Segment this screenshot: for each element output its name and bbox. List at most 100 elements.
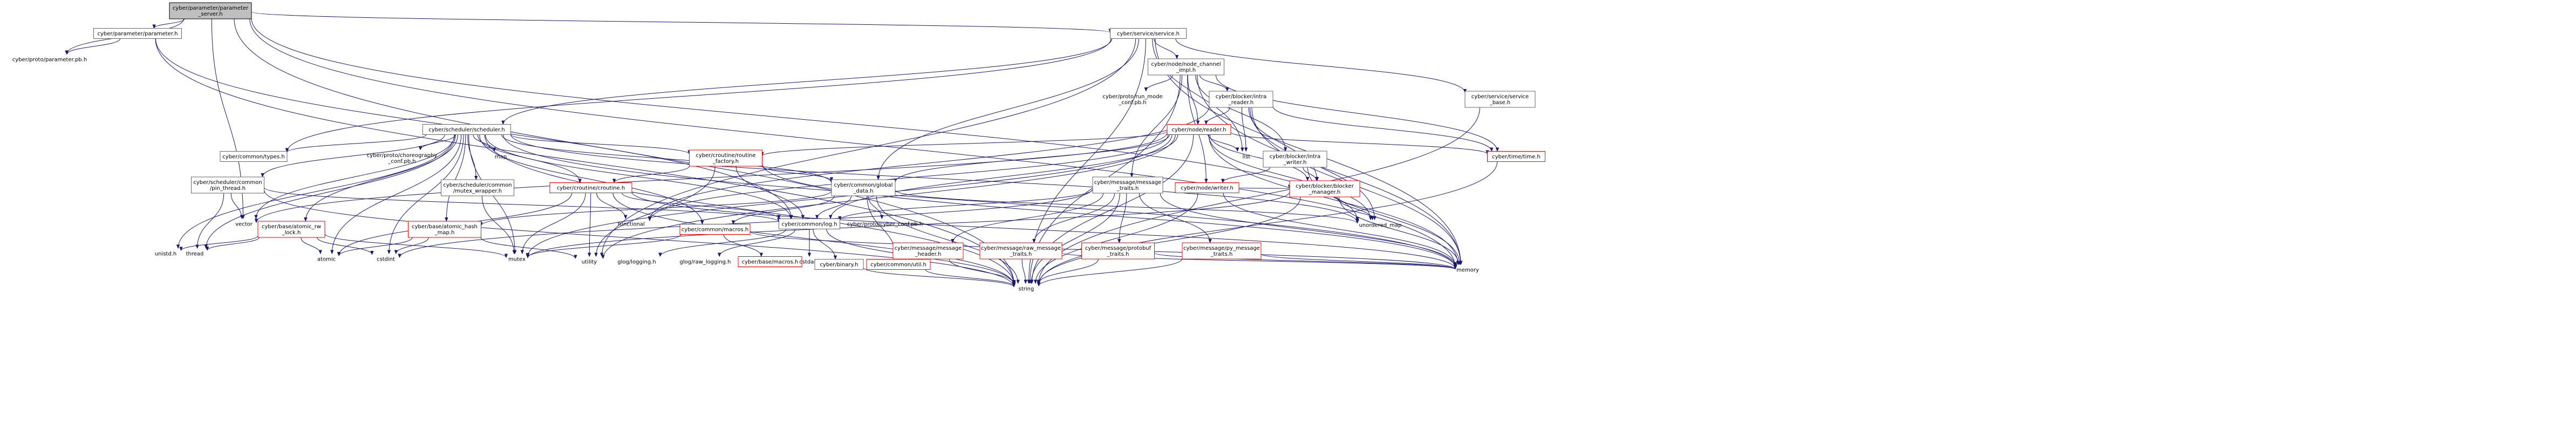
edge-node-reader-to-blocker-manager (1209, 134, 1307, 181)
node-label: _writer.h (1283, 160, 1307, 166)
edge-croutine-to-mutex (522, 193, 586, 254)
edge-node-reader-to-list (1208, 134, 1238, 152)
node-label: cyber/proto/parameter.pb.h (12, 57, 87, 63)
edge-scheduler-to-routine-factory (510, 134, 690, 154)
edge-blocker-manager-to-unordered-map (1337, 196, 1372, 220)
edge-node-writer-to-string (1035, 193, 1198, 284)
edge-macros-common-to-mutex (528, 234, 682, 258)
edge-service-h-to-types (287, 38, 1112, 152)
edge-binary-to-string (863, 267, 1014, 288)
node-param-h[interactable]: cyber/parameter/parameter.h (93, 28, 182, 39)
edge-routine-factory-to-croutine (614, 166, 690, 183)
node-label: _header.h (915, 251, 942, 257)
edge-global-data-to-macros-common (733, 195, 835, 224)
node-layer: cyber/parameter/parameter_server.h cyber/… (12, 2, 1545, 292)
node-run-mode: cyber/proto/run_mode_conf.pb.h (1102, 94, 1162, 106)
node-string: string (1019, 286, 1034, 292)
node-raw-traits[interactable]: cyber/message/raw_message_traits.h (979, 242, 1062, 260)
node-util-h[interactable]: cyber/common/util.h (866, 259, 931, 270)
node-binary[interactable]: cyber/binary.h (814, 259, 864, 270)
node-croutine[interactable]: cyber/croutine/croutine.h (549, 182, 632, 193)
edge-node-channel-to-intra-writer (1195, 74, 1286, 151)
node-blocker-manager[interactable]: cyber/blocker/blocker_manager.h (1289, 180, 1360, 197)
edge-service-h-to-list (1152, 38, 1243, 152)
node-base-macros[interactable]: cyber/base/macros.h (738, 256, 802, 267)
node-label: string (1019, 286, 1034, 292)
node-log-h[interactable]: cyber/common/log.h (779, 219, 840, 229)
node-box (1081, 242, 1155, 260)
edge-blocker-manager-to-string (1039, 196, 1301, 284)
node-label: cyber/scheduler/common (443, 182, 512, 188)
node-label: _factory.h (712, 159, 739, 165)
node-msg-header[interactable]: cyber/message/message_header.h (892, 242, 964, 260)
node-label: cstdarg (799, 260, 819, 265)
node-node-reader[interactable]: cyber/node/reader.h (1167, 124, 1231, 135)
node-macros-common[interactable]: cyber/common/macros.h (679, 224, 751, 235)
edge-msg-traits-to-cstdint (400, 188, 1093, 257)
node-box (1487, 151, 1545, 162)
node-label: _traits.h (1010, 251, 1032, 257)
node-node-channel[interactable]: cyber/node/node_channel_impl.h (1148, 58, 1224, 76)
node-mutex: mutex (508, 257, 526, 263)
node-server[interactable]: cyber/parameter/parameter_server.h (169, 2, 252, 19)
edge-py-traits-to-memory (1260, 254, 1455, 269)
node-cyber-conf: cyber/proto/cyber_conf.pb.h (847, 222, 923, 228)
node-box (1464, 91, 1536, 108)
node-box (866, 259, 931, 270)
node-types[interactable]: cyber/common/types.h (220, 151, 288, 162)
node-pin-thread[interactable]: cyber/scheduler/common/pin_thread.h (191, 176, 264, 194)
edge-node-channel-to-msg-traits (1132, 74, 1183, 177)
node-label: unistd.h (155, 251, 176, 257)
node-unistd: unistd.h (155, 251, 176, 257)
node-box (422, 124, 511, 135)
edge-service-h-to-utility (602, 38, 1136, 257)
node-global-data[interactable]: cyber/common/global_data.h (831, 179, 896, 196)
node-mutex-wrapper[interactable]: cyber/scheduler/common/mutex_wrapper.h (441, 179, 514, 196)
node-msg-traits[interactable]: cyber/message/message_traits.h (1092, 176, 1163, 194)
node-label: cyber/node/reader.h (1171, 127, 1226, 133)
node-service-h[interactable]: cyber/service/service.h (1110, 28, 1187, 39)
node-label: _reader.h (1228, 100, 1253, 106)
node-box (831, 179, 896, 196)
node-label: cyber/node/writer.h (1181, 186, 1234, 192)
node-box (1182, 242, 1262, 260)
node-box (679, 224, 751, 235)
node-label: cyber/blocker/blocker (1296, 183, 1354, 189)
node-proto-traits[interactable]: cyber/message/protobuf_traits.h (1081, 242, 1155, 260)
node-label: cyber/common/log.h (781, 222, 837, 228)
node-label: cyber/croutine/croutine.h (557, 186, 625, 192)
node-box (1175, 182, 1239, 193)
edge-scheduler-to-choreo (420, 134, 455, 151)
node-atomic-hash[interactable]: cyber/base/atomic_hash_map.h (408, 221, 481, 238)
edge-msg-header-to-string (949, 258, 1014, 284)
edge-service-h-to-node-channel (1154, 38, 1177, 59)
node-service-base[interactable]: cyber/service/service_base.h (1464, 91, 1536, 108)
node-atomic-rw[interactable]: cyber/base/atomic_rw_lock.h (257, 221, 325, 238)
node-label: _data.h (853, 188, 873, 194)
node-label: cyber/common/global (834, 182, 893, 188)
node-routine-factory[interactable]: cyber/croutine/routine_factory.h (689, 149, 762, 167)
node-atomic: atomic (317, 257, 336, 263)
edge-node-reader-to-string (1032, 134, 1194, 284)
node-thread: thread (186, 251, 204, 257)
node-py-traits[interactable]: cyber/message/py_message_traits.h (1182, 242, 1262, 260)
node-cstdint: cstdint (377, 257, 395, 263)
node-time-h[interactable]: cyber/time/time.h (1487, 151, 1545, 162)
edge-routine-factory-to-utility (596, 166, 715, 257)
node-intra-writer[interactable]: cyber/blocker/intra_writer.h (1263, 151, 1327, 168)
node-node-writer[interactable]: cyber/node/writer.h (1175, 182, 1239, 193)
edge-log-h-to-glog (660, 229, 787, 257)
edge-node-writer-to-memory (1223, 193, 1455, 266)
node-label: _lock.h (282, 230, 301, 236)
node-choreo: cyber/proto/choreography_conf.pb.h (367, 153, 438, 165)
node-label: cyber/scheduler/common (193, 180, 262, 186)
node-scheduler[interactable]: cyber/scheduler/scheduler.h (422, 124, 511, 135)
edge-scheduler-to-unordered-map (510, 134, 1358, 223)
node-label: _conf.pb.h (387, 159, 415, 165)
edge-global-data-to-unordered-map (895, 189, 1358, 224)
node-label: cyber/message/protobuf (1085, 245, 1151, 251)
node-intra-reader[interactable]: cyber/blocker/intra_reader.h (1209, 91, 1273, 108)
edge-param-h-to-param-pb (67, 38, 121, 54)
edge-node-reader-to-routine-factory (762, 131, 1168, 156)
